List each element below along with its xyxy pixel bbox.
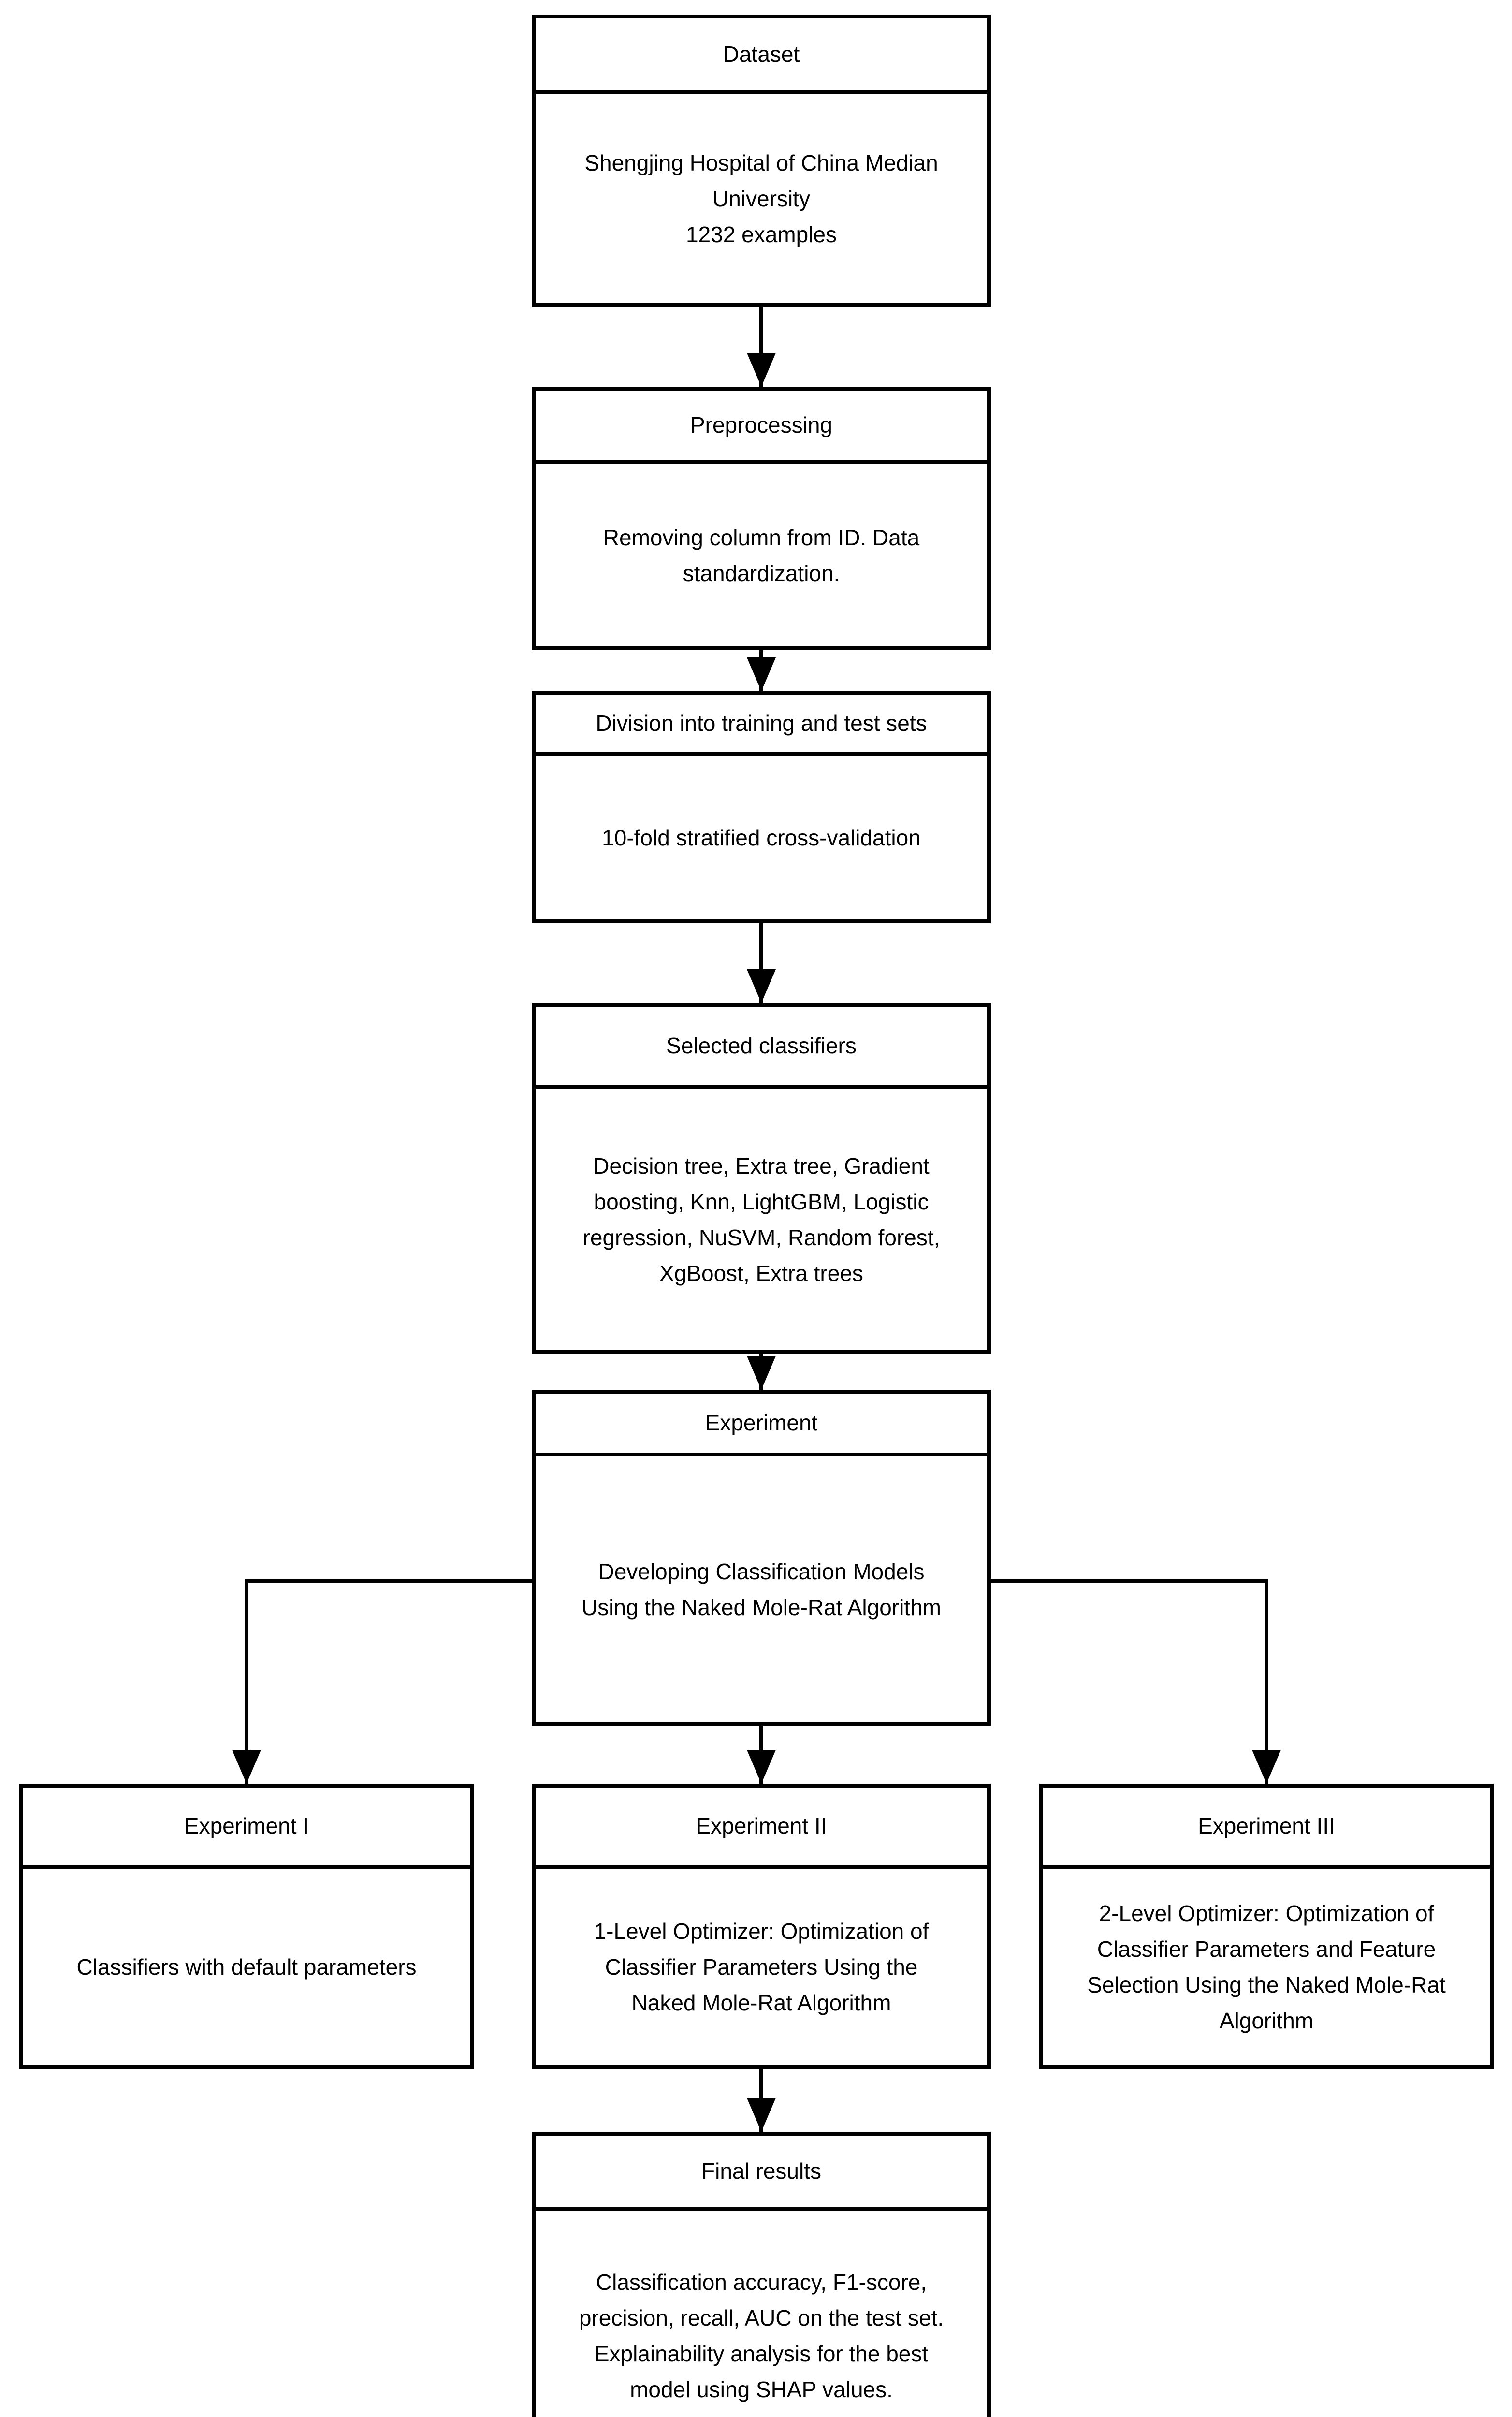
dataset-box-body: Shengjing Hospital of China Median Unive… bbox=[584, 150, 938, 247]
experiment-3-box-title: Experiment III bbox=[1043, 1788, 1490, 1869]
final-results-box-title: Final results bbox=[536, 2136, 987, 2211]
arrow-down-icon bbox=[1252, 1750, 1281, 1784]
arrow-down-icon bbox=[747, 2098, 776, 2132]
arrow-down-icon bbox=[747, 353, 776, 387]
experiment-2-box: Experiment II 1-Level Optimizer: Optimiz… bbox=[532, 1784, 991, 2069]
experiment-2-box-title: Experiment II bbox=[536, 1788, 987, 1869]
connector-experiment-to-experiment1-horizontal bbox=[245, 1579, 534, 1583]
arrow-down-icon bbox=[747, 657, 776, 691]
preprocessing-box-body: Removing column from ID. Data standardiz… bbox=[603, 524, 920, 586]
experiment-box-body: Developing Classification Models Using t… bbox=[582, 1558, 941, 1620]
dataset-box-title: Dataset bbox=[536, 18, 987, 94]
experiment-2-box-body: 1-Level Optimizer: Optimization of Class… bbox=[594, 1919, 929, 2015]
experiment-3-box: Experiment III 2-Level Optimizer: Optimi… bbox=[1039, 1784, 1494, 2069]
experiment-1-box-body: Classifiers with default parameters bbox=[76, 1954, 417, 1980]
selected-classifiers-box-title: Selected classifiers bbox=[536, 1007, 987, 1089]
experiment-box-title: Experiment bbox=[536, 1394, 987, 1456]
selected-classifiers-box: Selected classifiers Decision tree, Extr… bbox=[532, 1003, 991, 1354]
experiment-1-box: Experiment I Classifiers with default pa… bbox=[19, 1784, 474, 2069]
arrow-down-icon bbox=[747, 1356, 776, 1390]
selected-classifiers-box-body: Decision tree, Extra tree, Gradient boos… bbox=[582, 1153, 940, 1286]
preprocessing-box-title: Preprocessing bbox=[536, 391, 987, 464]
final-results-box-body: Classification accuracy, F1-score, preci… bbox=[579, 2270, 944, 2402]
arrow-down-icon bbox=[747, 1750, 776, 1784]
division-box-title: Division into training and test sets bbox=[536, 695, 987, 756]
experiment-1-box-title: Experiment I bbox=[23, 1788, 470, 1869]
arrow-down-icon bbox=[747, 969, 776, 1003]
division-box-body: 10-fold stratified cross-validation bbox=[602, 825, 921, 850]
connector-experiment-to-experiment3-horizontal bbox=[989, 1579, 1268, 1583]
connector-experiment-to-experiment1-vertical bbox=[245, 1579, 248, 1784]
experiment-3-box-body: 2-Level Optimizer: Optimization of Class… bbox=[1087, 1901, 1446, 2033]
connector-division-to-classifiers bbox=[759, 923, 763, 1003]
connector-dataset-to-preprocessing bbox=[759, 307, 763, 387]
division-box: Division into training and test sets 10-… bbox=[532, 691, 991, 923]
dataset-box: Dataset Shengjing Hospital of China Medi… bbox=[532, 15, 991, 307]
experiment-box: Experiment Developing Classification Mod… bbox=[532, 1390, 991, 1726]
arrow-down-icon bbox=[232, 1750, 261, 1784]
preprocessing-box: Preprocessing Removing column from ID. D… bbox=[532, 387, 991, 650]
connector-experiment-to-experiment3-vertical bbox=[1265, 1579, 1268, 1784]
final-results-box: Final results Classification accuracy, F… bbox=[532, 2132, 991, 2417]
